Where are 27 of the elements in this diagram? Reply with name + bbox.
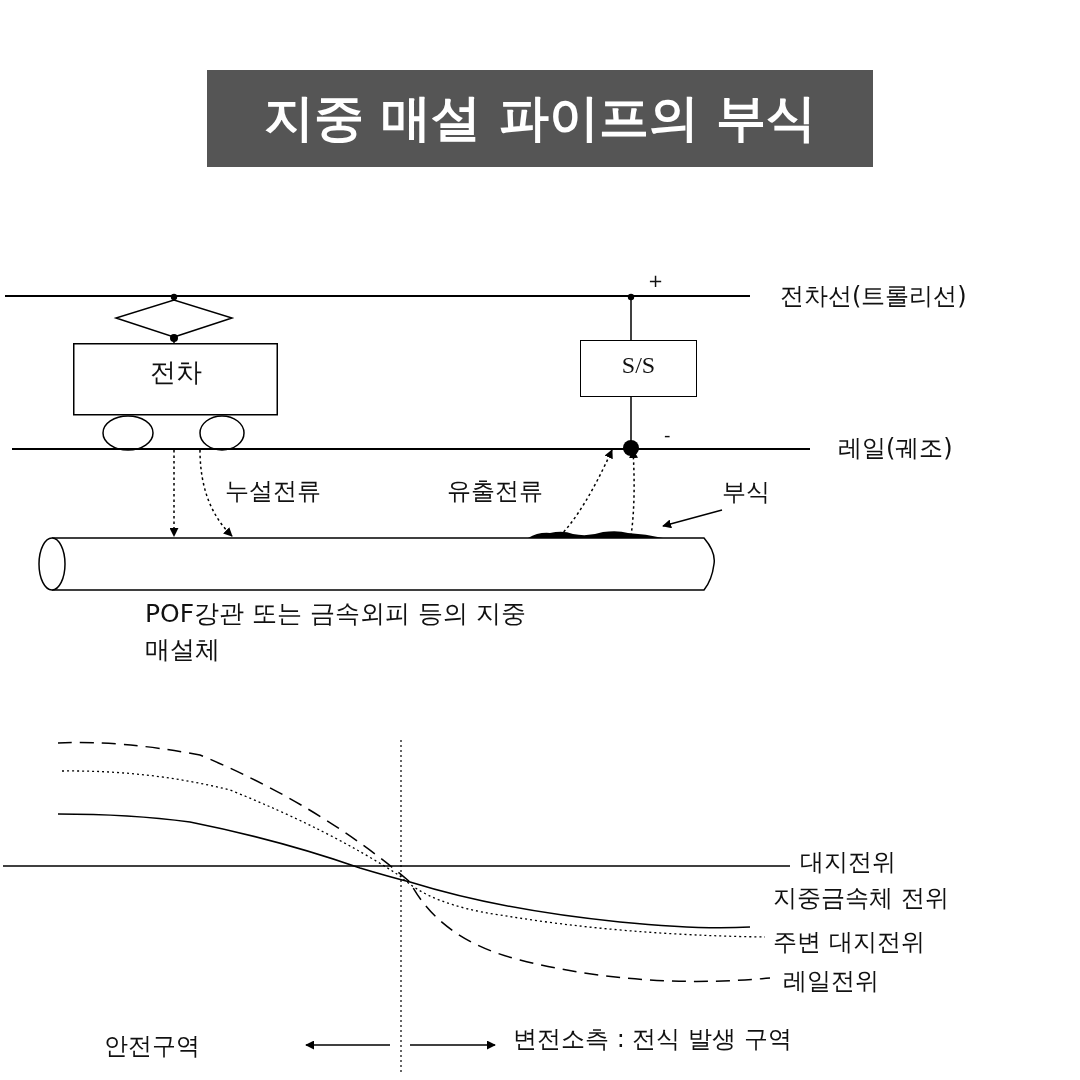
- corrosion-label: 부식: [722, 476, 802, 510]
- zone-label: 안전구역: [104, 1032, 200, 1061]
- box-label: S/S: [620, 351, 657, 380]
- substation-box: [580, 340, 697, 397]
- line-label: 전차선(트롤리선): [780, 282, 967, 311]
- zone-label: 변전소측 : 전식 발생 구역: [513, 1025, 792, 1054]
- pantograph-connector: [113, 293, 235, 344]
- title-banner: 지중 매설 파이프의 부식: [207, 70, 873, 167]
- curve-label: 레일전위: [783, 967, 879, 996]
- connector-line: [623, 396, 639, 456]
- curve-label: 주변 대지전위: [773, 928, 925, 957]
- polarity-sign: -: [664, 424, 671, 446]
- rail-line: [12, 448, 810, 450]
- line-label: 레일(궤조): [838, 434, 953, 463]
- curve-label: 지중금속체 전위: [773, 884, 949, 913]
- current-arrow: [169, 449, 179, 537]
- connector-line: [627, 293, 635, 341]
- polarity-sign: +: [648, 270, 664, 292]
- train-drawing: [73, 343, 278, 451]
- pipe-caption: POF강관 또는 금속외피 등의 지중매설체: [145, 598, 527, 667]
- train-label: 전차: [148, 357, 203, 389]
- edge-label: 유출전류: [447, 477, 543, 506]
- leader-arrow: [662, 509, 723, 529]
- pipe-drawing: [36, 536, 716, 592]
- trolley-wire: [5, 295, 750, 297]
- current-arrow: [199, 449, 233, 537]
- curve-label: 대지전위: [800, 848, 896, 877]
